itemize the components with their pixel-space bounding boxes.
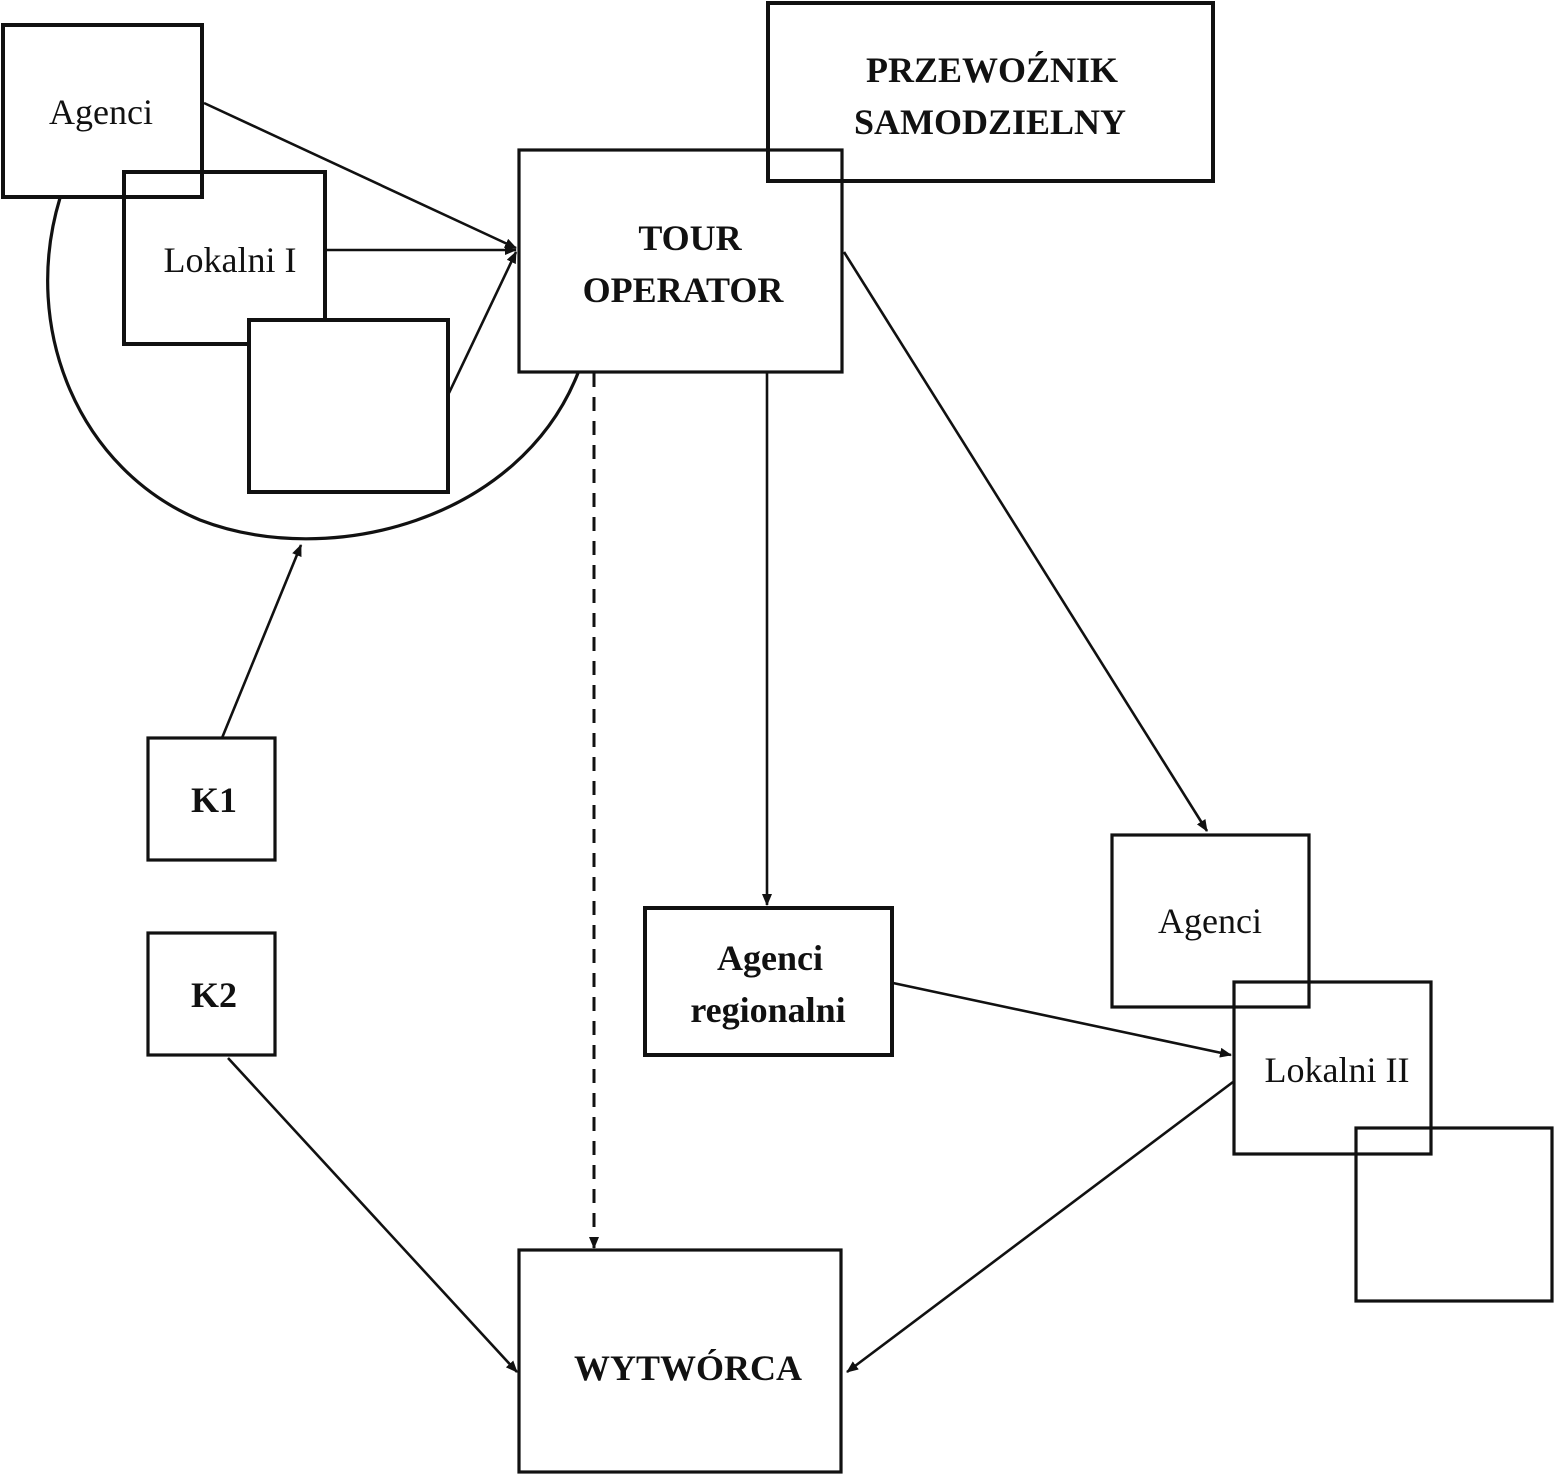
node-agenci-regionalni-box xyxy=(643,906,894,1057)
node-k2-box xyxy=(146,931,277,1057)
node-przewoznik-box xyxy=(766,1,1215,183)
node-lokalni-1-label: Lokalni I xyxy=(164,240,297,280)
edge-lokalni2-to-wytworca xyxy=(846,1080,1234,1374)
node-wytworca: WYTWÓRCA xyxy=(517,1248,843,1474)
node-lokalni-1: Lokalni I xyxy=(122,170,327,346)
node-przewoznik-label-1: PRZEWOŹNIK xyxy=(866,50,1118,90)
edge-k1-to-circle xyxy=(220,544,303,739)
node-agenci-top: Agenci xyxy=(1,23,204,199)
node-wytworca-box xyxy=(517,1248,843,1474)
node-lokalni-2-box xyxy=(1232,980,1433,1156)
node-agenci-right-box xyxy=(1110,833,1311,1009)
node-k1: K1 xyxy=(146,736,277,862)
node-k2-label: K2 xyxy=(191,975,237,1015)
node-lokalni-2-label: Lokalni II xyxy=(1265,1050,1410,1090)
node-k1-box xyxy=(146,736,277,862)
node-unlabeled-right xyxy=(1354,1126,1554,1303)
node-lokalni-1-box xyxy=(122,170,327,346)
node-agenci-top-box xyxy=(1,23,204,199)
node-unlabeled-left xyxy=(247,318,450,494)
edge-agenci-to-tour xyxy=(203,101,517,250)
node-agenci-regionalni-label-1: Agenci xyxy=(717,938,823,978)
node-wytworca-label: WYTWÓRCA xyxy=(574,1348,802,1388)
node-k2: K2 xyxy=(146,931,277,1057)
node-agenci-right-label: Agenci xyxy=(1158,901,1262,941)
node-lokalni-2: Lokalni II xyxy=(1232,980,1433,1156)
node-przewoznik: PRZEWOŹNIK SAMODZIELNY xyxy=(766,1,1215,183)
node-tour-operator-label-2: OPERATOR xyxy=(583,270,785,310)
edge-unlabeled-to-tour xyxy=(447,251,518,394)
node-agenci-regionalni: Agenci regionalni xyxy=(643,906,894,1057)
node-przewoznik-label-2: SAMODZIELNY xyxy=(854,102,1126,142)
edge-tour-to-agenci-right xyxy=(842,251,1209,832)
node-tour-operator: TOUR OPERATOR xyxy=(517,148,844,374)
edge-k2-to-wytworca xyxy=(227,1057,518,1373)
group-circle xyxy=(46,197,580,541)
edge-regionalni-to-lokalni2 xyxy=(892,981,1232,1058)
node-tour-operator-label-1: TOUR xyxy=(638,218,742,258)
node-agenci-top-label: Agenci xyxy=(49,92,153,132)
node-tour-operator-box xyxy=(517,148,844,374)
node-agenci-regionalni-label-2: regionalni xyxy=(690,990,845,1030)
node-agenci-right: Agenci xyxy=(1110,833,1311,1009)
node-k1-label: K1 xyxy=(191,780,237,820)
